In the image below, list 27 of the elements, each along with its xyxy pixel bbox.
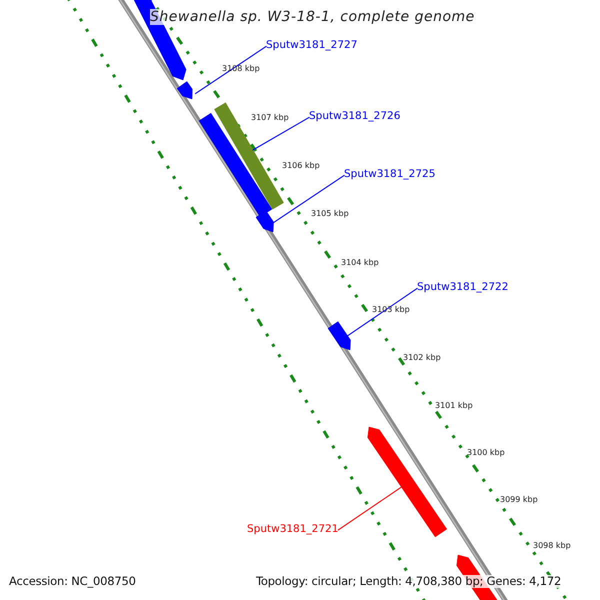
gene-feature xyxy=(328,321,351,350)
gene-label: Sputw3181_2725 xyxy=(344,168,436,180)
leader-line xyxy=(337,486,402,531)
gene-feature xyxy=(367,426,448,538)
gene-feature xyxy=(256,210,274,232)
footer-text: Topology: circular; Length: 4,708,380 bp; Genes: 4,172 xyxy=(256,575,562,588)
leader-line xyxy=(194,46,267,94)
tick-label: 3101 kbp xyxy=(435,401,473,410)
tick-label: 3099 kbp xyxy=(500,495,538,504)
gene-label: Sputw3181_2726 xyxy=(309,110,400,122)
leader-line xyxy=(272,174,345,224)
gene-feature xyxy=(176,81,192,100)
tick-label: 3102 kbp xyxy=(403,353,441,362)
gene-label: Sputw3181_2722 xyxy=(417,281,508,294)
title: Shewanella sp. W3-18-1, complete genome xyxy=(150,9,475,26)
tick-label: 3107 kbp xyxy=(251,113,289,122)
tick-label: 3104 kbp xyxy=(341,258,379,268)
tick-label: 3106 kbp xyxy=(282,161,320,170)
tick-label: 3100 kbp xyxy=(467,448,505,458)
tick-label: 3105 kbp xyxy=(311,209,349,218)
gene-label: Sputw3181_2721 xyxy=(247,523,338,536)
footer-text: Accession: NC_008750 xyxy=(9,575,136,588)
leader-line xyxy=(346,288,418,337)
tick-label: 3098 kbp xyxy=(533,541,571,550)
gene-label: Sputw3181_2727 xyxy=(266,39,358,52)
gene-feature xyxy=(198,112,272,218)
leader-line xyxy=(252,116,310,151)
